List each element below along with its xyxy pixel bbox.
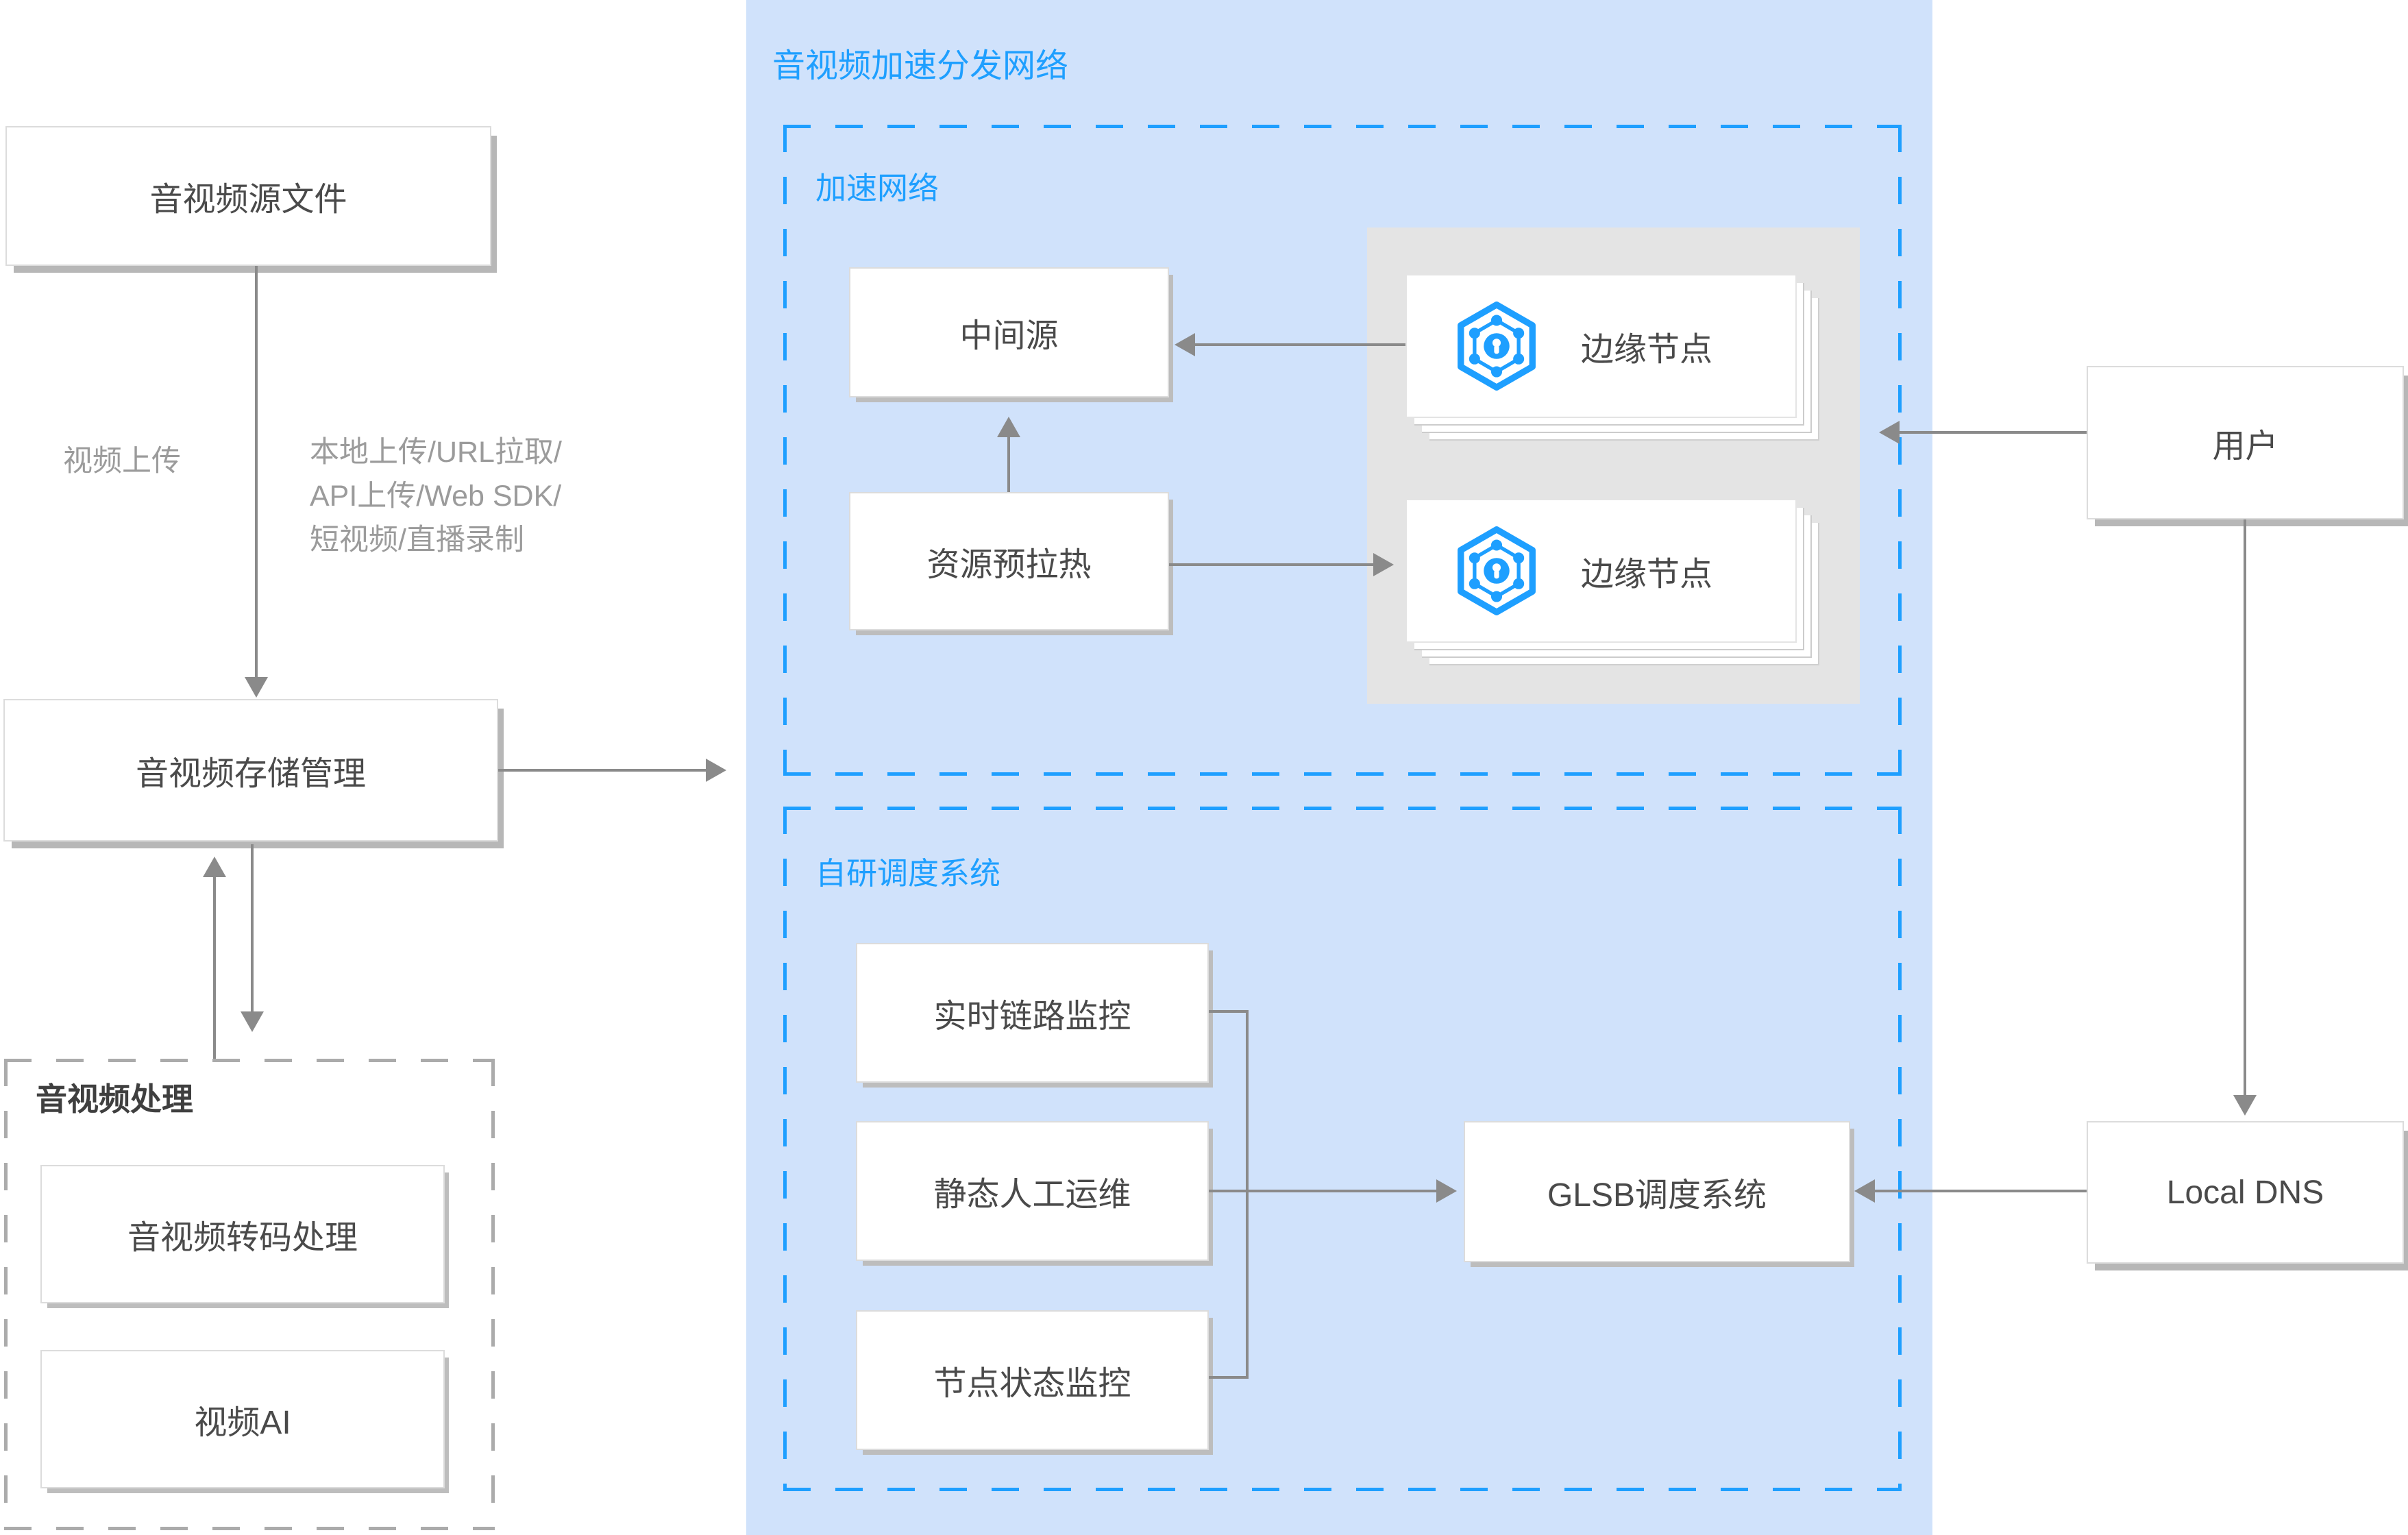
edge-node-label: 边缘节点 bbox=[1581, 332, 1713, 368]
edge-node-label: 边缘节点 bbox=[1581, 556, 1713, 593]
scheduling-title: 自研调度系统 bbox=[815, 856, 1001, 891]
connector-processing-up bbox=[213, 877, 216, 1059]
cdn-panel-title: 音视频加速分发网络 bbox=[772, 48, 1069, 84]
prefetch-box: 资源预拉热 bbox=[849, 492, 1169, 630]
static-ops-label: 静态人工运维 bbox=[933, 1177, 1131, 1213]
arrowhead-right bbox=[1373, 553, 1394, 576]
node-status-label: 节点状态监控 bbox=[933, 1366, 1131, 1402]
edge-node-icon bbox=[1451, 300, 1543, 392]
accel-network-title: 加速网络 bbox=[815, 171, 939, 206]
arrowhead-right bbox=[706, 759, 726, 782]
connector-nodestatus-trunk bbox=[1209, 1376, 1249, 1379]
edge-node-card-1: 边缘节点 bbox=[1405, 274, 1797, 418]
prefetch-label: 资源预拉热 bbox=[926, 547, 1092, 583]
user-label: 用户 bbox=[2212, 428, 2278, 465]
mid-source-box: 中间源 bbox=[849, 267, 1169, 397]
accel-network-group bbox=[783, 125, 1902, 776]
realtime-monitor-box: 实时链路监控 bbox=[856, 943, 1209, 1083]
dashed-border-bottom bbox=[783, 1488, 1902, 1491]
glsb-label: GLSB调度系统 bbox=[1547, 1177, 1767, 1214]
connector-dns-glsb bbox=[1875, 1190, 2087, 1192]
edge-node-icon bbox=[1451, 525, 1543, 617]
scheduling-group bbox=[783, 807, 1902, 1491]
connector-user-dns bbox=[2244, 519, 2246, 1096]
processing-group bbox=[4, 1059, 495, 1530]
upload-label: 视频上传 bbox=[63, 445, 181, 478]
video-ai-label: 视频AI bbox=[194, 1405, 291, 1441]
connector-static-glsb bbox=[1209, 1190, 1436, 1192]
arrowhead-left bbox=[1175, 333, 1195, 356]
dashed-border-left bbox=[783, 125, 787, 776]
connector-edge1-midsource bbox=[1195, 343, 1405, 346]
realtime-monitor-label: 实时链路监控 bbox=[933, 998, 1131, 1035]
upload-methods-text: 本地上传/URL拉取/ API上传/Web SDK/ 短视频/直播录制 bbox=[310, 430, 562, 562]
source-file-label: 音视频源文件 bbox=[149, 182, 347, 218]
upload-methods-line: 本地上传/URL拉取/ bbox=[310, 436, 562, 469]
upload-methods-line: 短视频/直播录制 bbox=[310, 524, 524, 556]
node-status-box: 节点状态监控 bbox=[856, 1310, 1209, 1450]
storage-label: 音视频存储管理 bbox=[135, 756, 366, 792]
connector-prefetch-midsource bbox=[1007, 437, 1010, 492]
glsb-box: GLSB调度系统 bbox=[1464, 1121, 1850, 1262]
static-ops-box: 静态人工运维 bbox=[856, 1121, 1209, 1261]
storage-box: 音视频存储管理 bbox=[3, 699, 498, 842]
dashed-border-left bbox=[783, 807, 787, 1491]
source-file-box: 音视频源文件 bbox=[5, 126, 491, 266]
dashed-border-left bbox=[4, 1059, 8, 1530]
connector-prefetch-edge2 bbox=[1169, 563, 1373, 566]
dashed-border-top bbox=[783, 807, 1902, 810]
arrowhead-left bbox=[1854, 1179, 1875, 1203]
dashed-border-bottom bbox=[783, 772, 1902, 776]
arrowhead-left bbox=[1879, 421, 1900, 444]
connector-source-storage bbox=[255, 266, 258, 678]
arrowhead-down bbox=[241, 1011, 264, 1032]
connector-trunk bbox=[1246, 1010, 1249, 1379]
dashed-border-right bbox=[1898, 807, 1902, 1491]
local-dns-box: Local DNS bbox=[2087, 1121, 2404, 1264]
connector-realtime-trunk bbox=[1209, 1010, 1249, 1013]
arrowhead-up bbox=[203, 857, 226, 877]
connector-user-edge bbox=[1900, 431, 2087, 434]
video-ai-box: 视频AI bbox=[40, 1350, 445, 1488]
user-box: 用户 bbox=[2087, 366, 2404, 519]
arrowhead-right bbox=[1436, 1179, 1457, 1203]
mid-source-label: 中间源 bbox=[959, 318, 1059, 354]
arrowhead-down bbox=[2233, 1095, 2257, 1116]
upload-methods-line: API上传/Web SDK/ bbox=[310, 480, 562, 513]
local-dns-label: Local DNS bbox=[2166, 1174, 2324, 1211]
processing-title: 音视频处理 bbox=[36, 1081, 193, 1117]
dashed-border-right bbox=[491, 1059, 495, 1530]
connector-storage-cdn bbox=[498, 769, 706, 772]
connector-storage-down bbox=[251, 844, 254, 1013]
dashed-border-top bbox=[4, 1059, 495, 1062]
edge-node-card-2: 边缘节点 bbox=[1405, 499, 1797, 643]
dashed-border-top bbox=[783, 125, 1902, 128]
arrowhead-down bbox=[245, 677, 268, 698]
transcode-box: 音视频转码处理 bbox=[40, 1165, 445, 1303]
arrowhead-up bbox=[997, 417, 1020, 437]
dashed-border-bottom bbox=[4, 1527, 495, 1530]
dashed-border-right bbox=[1898, 125, 1902, 776]
transcode-label: 音视频转码处理 bbox=[127, 1220, 358, 1256]
